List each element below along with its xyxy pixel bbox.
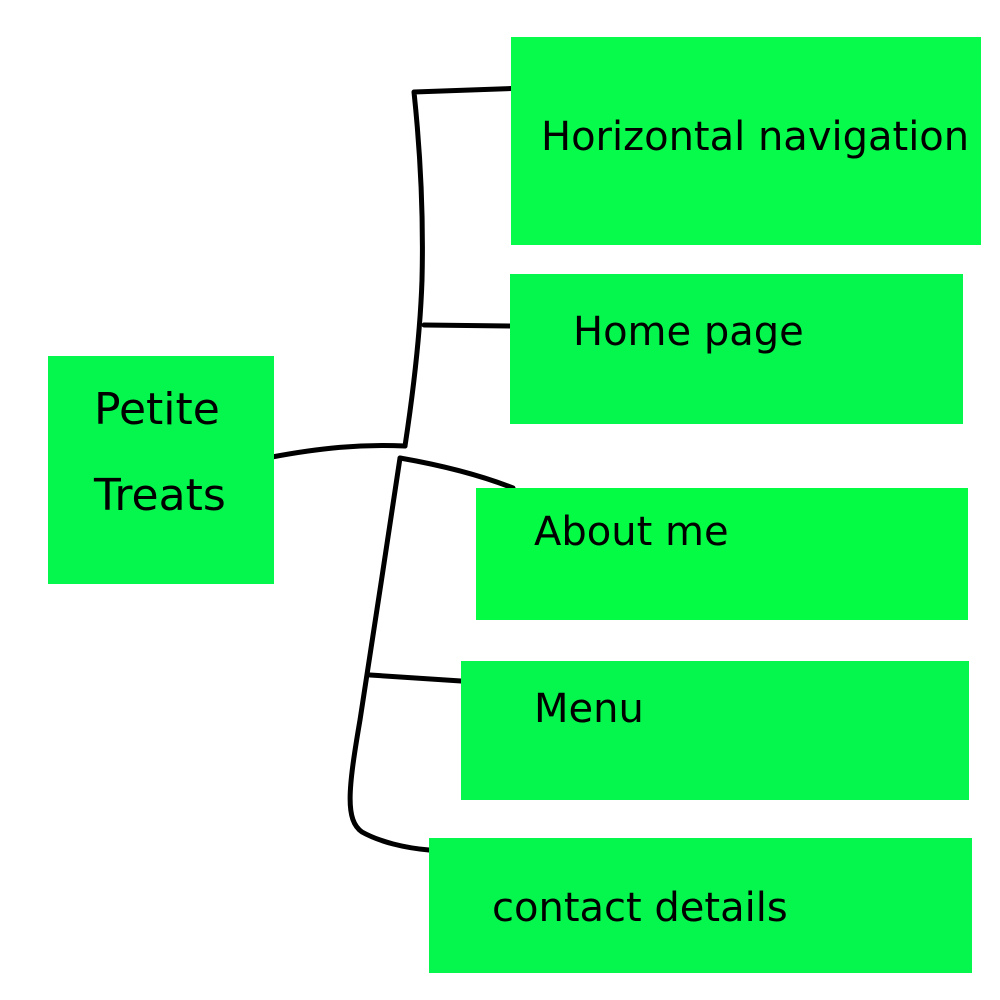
node-horizontal-navigation: Horizontal navigation [511,37,981,245]
connector-lower-spine [347,455,432,853]
node-label: Horizontal navigation [541,114,970,160]
node-home-page: Home page [510,274,963,424]
node-label: Home page [573,309,804,355]
node-label: About me [534,509,729,555]
node-menu: Menu [461,661,969,800]
node-label: contact details [492,885,788,931]
root-label-line-1: Petite [94,384,220,435]
node-about-me: About me [476,488,968,620]
root-node-petite-treats: Petite Treats [48,356,274,584]
connector-root-to-bracket [269,442,408,460]
node-label: Menu [534,686,644,732]
connector-menu [367,672,464,684]
root-label-line-2: Treats [94,470,226,521]
node-contact-details: contact details [429,838,972,973]
connector-home-page [421,322,513,329]
connector-lower-bracket [397,455,516,491]
connector-upper-bracket [402,84,558,449]
